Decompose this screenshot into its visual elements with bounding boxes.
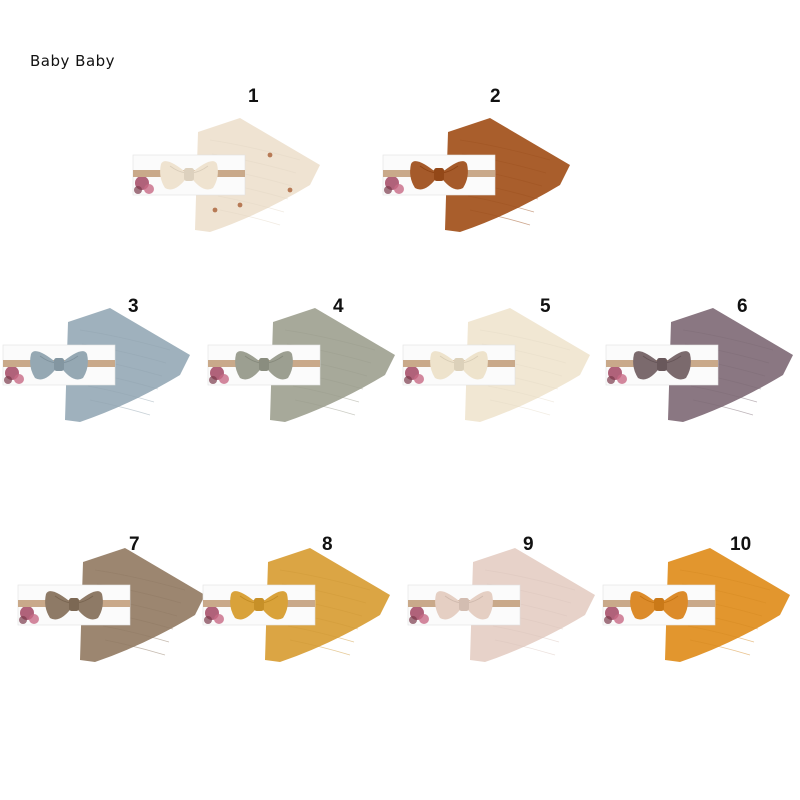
headband-bow (410, 161, 468, 190)
set-number: 1 (248, 86, 259, 107)
set-illustration (402, 308, 590, 422)
product-set-5: 5 (400, 296, 600, 430)
headband-bow (160, 161, 218, 190)
bandana-bib (270, 308, 395, 422)
set-number: 2 (490, 86, 501, 107)
bandana-bib (195, 118, 320, 232)
product-set-8: 8 (200, 534, 400, 670)
set-number: 9 (523, 534, 534, 555)
set-number: 10 (730, 534, 752, 555)
set-number: 5 (540, 296, 551, 317)
set-number: 7 (129, 534, 140, 555)
product-set-7: 7 (15, 534, 215, 670)
bandana-bib (265, 548, 390, 662)
set-illustration (382, 118, 570, 232)
headband-bow (435, 591, 493, 620)
headband-bow (235, 351, 293, 380)
set-illustration (605, 308, 793, 422)
product-set-10: 10 (600, 534, 800, 670)
set-number: 3 (128, 296, 139, 317)
bandana-bib (445, 118, 570, 232)
product-set-2: 2 (380, 86, 580, 240)
headband-bow (430, 351, 488, 380)
bandana-bib (665, 548, 790, 662)
set-number: 8 (322, 534, 333, 555)
bandana-bib (80, 548, 205, 662)
product-set-1: 1 (130, 86, 330, 240)
set-number: 4 (333, 296, 344, 317)
set-illustration (602, 548, 790, 662)
bandana-bib (465, 308, 590, 422)
headband-bow (30, 351, 88, 380)
headband-bow (630, 591, 688, 620)
bandana-bib (65, 308, 190, 422)
set-illustration (202, 548, 390, 662)
headband-bow (45, 591, 103, 620)
set-illustration (207, 308, 395, 422)
bandana-bib (470, 548, 595, 662)
set-illustration (132, 118, 320, 232)
product-set-6: 6 (603, 296, 800, 430)
brand-label: Baby Baby (30, 52, 116, 70)
set-illustration (407, 548, 595, 662)
product-set-3: 3 (0, 296, 200, 430)
set-illustration (2, 308, 190, 422)
bandana-bib (668, 308, 793, 422)
set-illustration (17, 548, 205, 662)
set-number: 6 (737, 296, 748, 317)
headband-bow (633, 351, 691, 380)
product-set-9: 9 (405, 534, 605, 670)
product-set-4: 4 (205, 296, 405, 430)
headband-bow (230, 591, 288, 620)
